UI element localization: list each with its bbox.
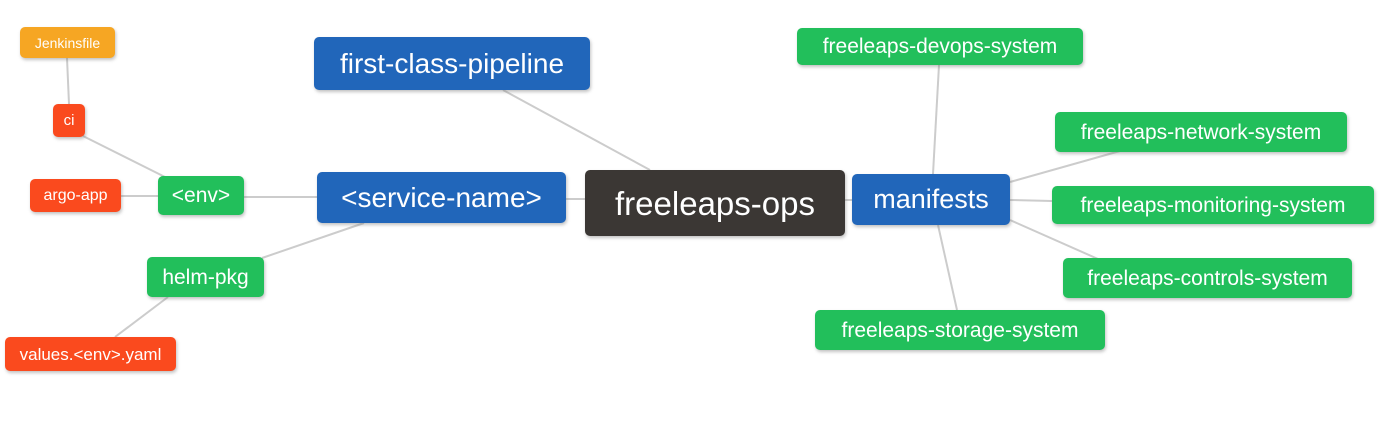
node-label: freeleaps-monitoring-system [1080, 193, 1346, 217]
node-label: <env> [171, 184, 231, 207]
node-first-class-pipeline[interactable]: first-class-pipeline [314, 37, 590, 90]
node-freeleaps-storage-system[interactable]: freeleaps-storage-system [815, 310, 1105, 350]
edge-manifests-to-freeleaps-monitoring-system [1009, 199, 1053, 202]
node-values-env-yaml[interactable]: values.<env>.yaml [5, 337, 176, 371]
node-service-name[interactable]: <service-name> [317, 172, 566, 223]
node-jenkinsfile[interactable]: Jenkinsfile [20, 27, 115, 58]
node-label: first-class-pipeline [339, 47, 565, 79]
edge-first-class-pipeline-to-freeleaps-ops [502, 89, 651, 171]
node-label: <service-name> [341, 181, 542, 213]
node-argo-app[interactable]: argo-app [30, 179, 121, 212]
node-ci[interactable]: ci [53, 104, 85, 137]
node-env[interactable]: <env> [158, 176, 244, 215]
node-freeleaps-monitoring-system[interactable]: freeleaps-monitoring-system [1052, 186, 1374, 224]
edge-manifests-to-freeleaps-controls-system [1009, 219, 1099, 260]
node-freeleaps-controls-system[interactable]: freeleaps-controls-system [1063, 258, 1352, 298]
edge-jenkinsfile-to-ci [66, 57, 70, 105]
node-label: freeleaps-network-system [1080, 120, 1322, 144]
node-freeleaps-network-system[interactable]: freeleaps-network-system [1055, 112, 1347, 152]
node-freeleaps-ops[interactable]: freeleaps-ops [585, 170, 845, 236]
node-label: Jenkinsfile [34, 34, 101, 51]
node-freeleaps-devops-system[interactable]: freeleaps-devops-system [797, 28, 1083, 65]
node-manifests[interactable]: manifests [852, 174, 1010, 225]
node-label: freeleaps-devops-system [822, 35, 1058, 58]
node-label: freeleaps-storage-system [841, 318, 1079, 342]
edge-values-env-yaml-to-helm-pkg [114, 296, 169, 338]
node-helm-pkg[interactable]: helm-pkg [147, 257, 264, 297]
edge-manifests-to-freeleaps-network-system [1009, 150, 1121, 183]
node-label: ci [63, 112, 75, 129]
node-label: manifests [873, 184, 989, 214]
edge-helm-pkg-to-service-name [261, 222, 365, 259]
node-label: helm-pkg [162, 265, 249, 289]
edge-ci-to-env [82, 135, 168, 179]
node-label: freeleaps-ops [615, 184, 815, 222]
node-label: values.<env>.yaml [19, 344, 162, 364]
edge-manifests-to-freeleaps-storage-system [937, 224, 958, 311]
edge-manifests-to-freeleaps-devops-system [932, 64, 940, 175]
node-label: argo-app [43, 186, 108, 204]
node-label: freeleaps-controls-system [1087, 266, 1328, 290]
